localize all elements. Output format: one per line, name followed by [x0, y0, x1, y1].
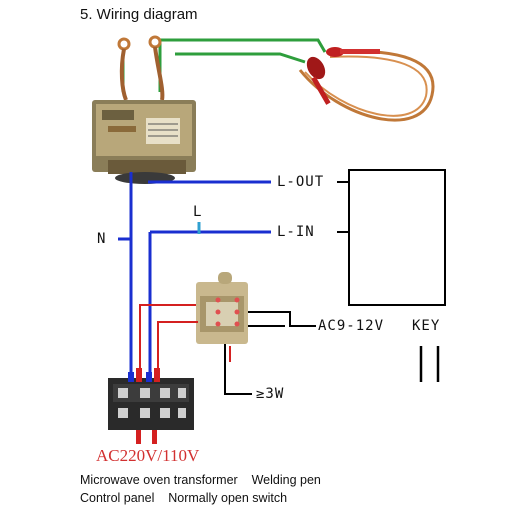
small-transformer	[196, 272, 248, 344]
page-title: 5. Wiring diagram	[80, 6, 198, 23]
terminal-block	[108, 368, 194, 444]
control-panel	[337, 169, 446, 306]
red-wires	[139, 304, 231, 375]
label-n: N	[97, 231, 107, 247]
label-key: KEY	[412, 318, 441, 334]
label-ac-mains: AC220V/110V	[96, 446, 200, 465]
black-wires	[224, 311, 316, 395]
label-l: L	[193, 204, 203, 220]
label-l-in: L-IN	[277, 224, 315, 240]
microwave-transformer	[92, 100, 196, 184]
label-ac-low: AC9-12V	[318, 318, 385, 334]
label-l-out: L-OUT	[277, 174, 325, 190]
caption-line-2: Control panel Normally open switch	[80, 491, 288, 505]
welding-pen	[298, 47, 435, 122]
blue-wires	[129, 172, 271, 372]
wire-ticks	[118, 222, 201, 241]
key-switch	[419, 346, 440, 382]
label-power: ≥3W	[256, 386, 285, 402]
cable-lugs	[117, 35, 165, 101]
caption-line-1: Microwave oven transformer Welding pen	[80, 473, 321, 487]
